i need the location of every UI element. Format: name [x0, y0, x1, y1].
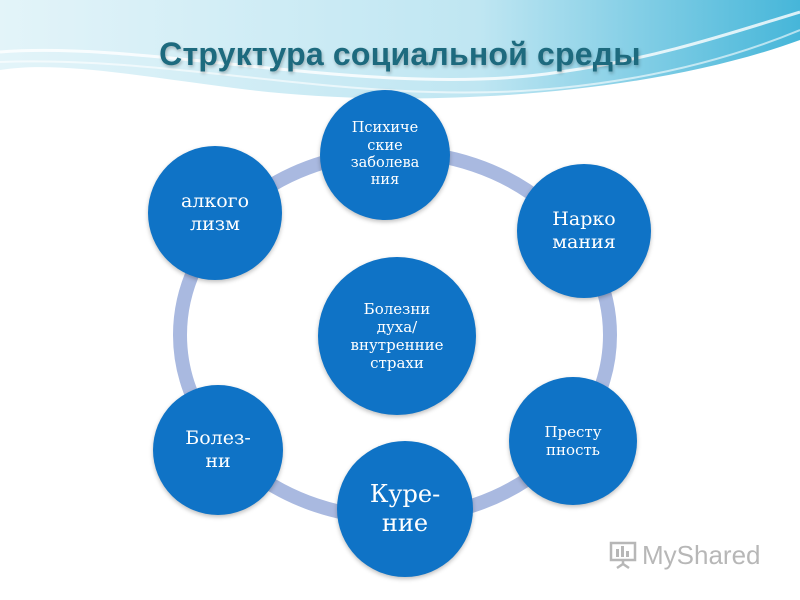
- watermark-text: MyShared: [642, 539, 761, 570]
- node-label: алкого лизм: [180, 190, 250, 235]
- presentation-icon: [609, 541, 637, 570]
- slide-title: Структура социальной среды: [159, 36, 641, 72]
- header-wave-decoration: [0, 0, 800, 99]
- center-node-label: Болезни духа/ внутренние страхи: [350, 300, 444, 372]
- node-crime: Престу пность: [509, 377, 637, 505]
- node-label: Нарко мания: [552, 208, 616, 253]
- node-label: Престу пность: [544, 423, 602, 459]
- center-node: Болезни духа/ внутренние страхи: [318, 257, 476, 415]
- node-smoking: Куре- ние: [337, 441, 473, 577]
- node-label: Психиче ские заболева ния: [350, 120, 420, 189]
- node-psychiatric: Психиче ские заболева ния: [320, 90, 450, 220]
- node-diseases: Болез- ни: [153, 385, 283, 515]
- node-alcoholism: алкого лизм: [148, 146, 282, 280]
- node-label: Куре- ние: [369, 480, 441, 537]
- node-drug-addiction: Нарко мания: [517, 164, 651, 298]
- watermark-logo: MyShared: [608, 538, 768, 572]
- node-label: Болез- ни: [185, 427, 251, 472]
